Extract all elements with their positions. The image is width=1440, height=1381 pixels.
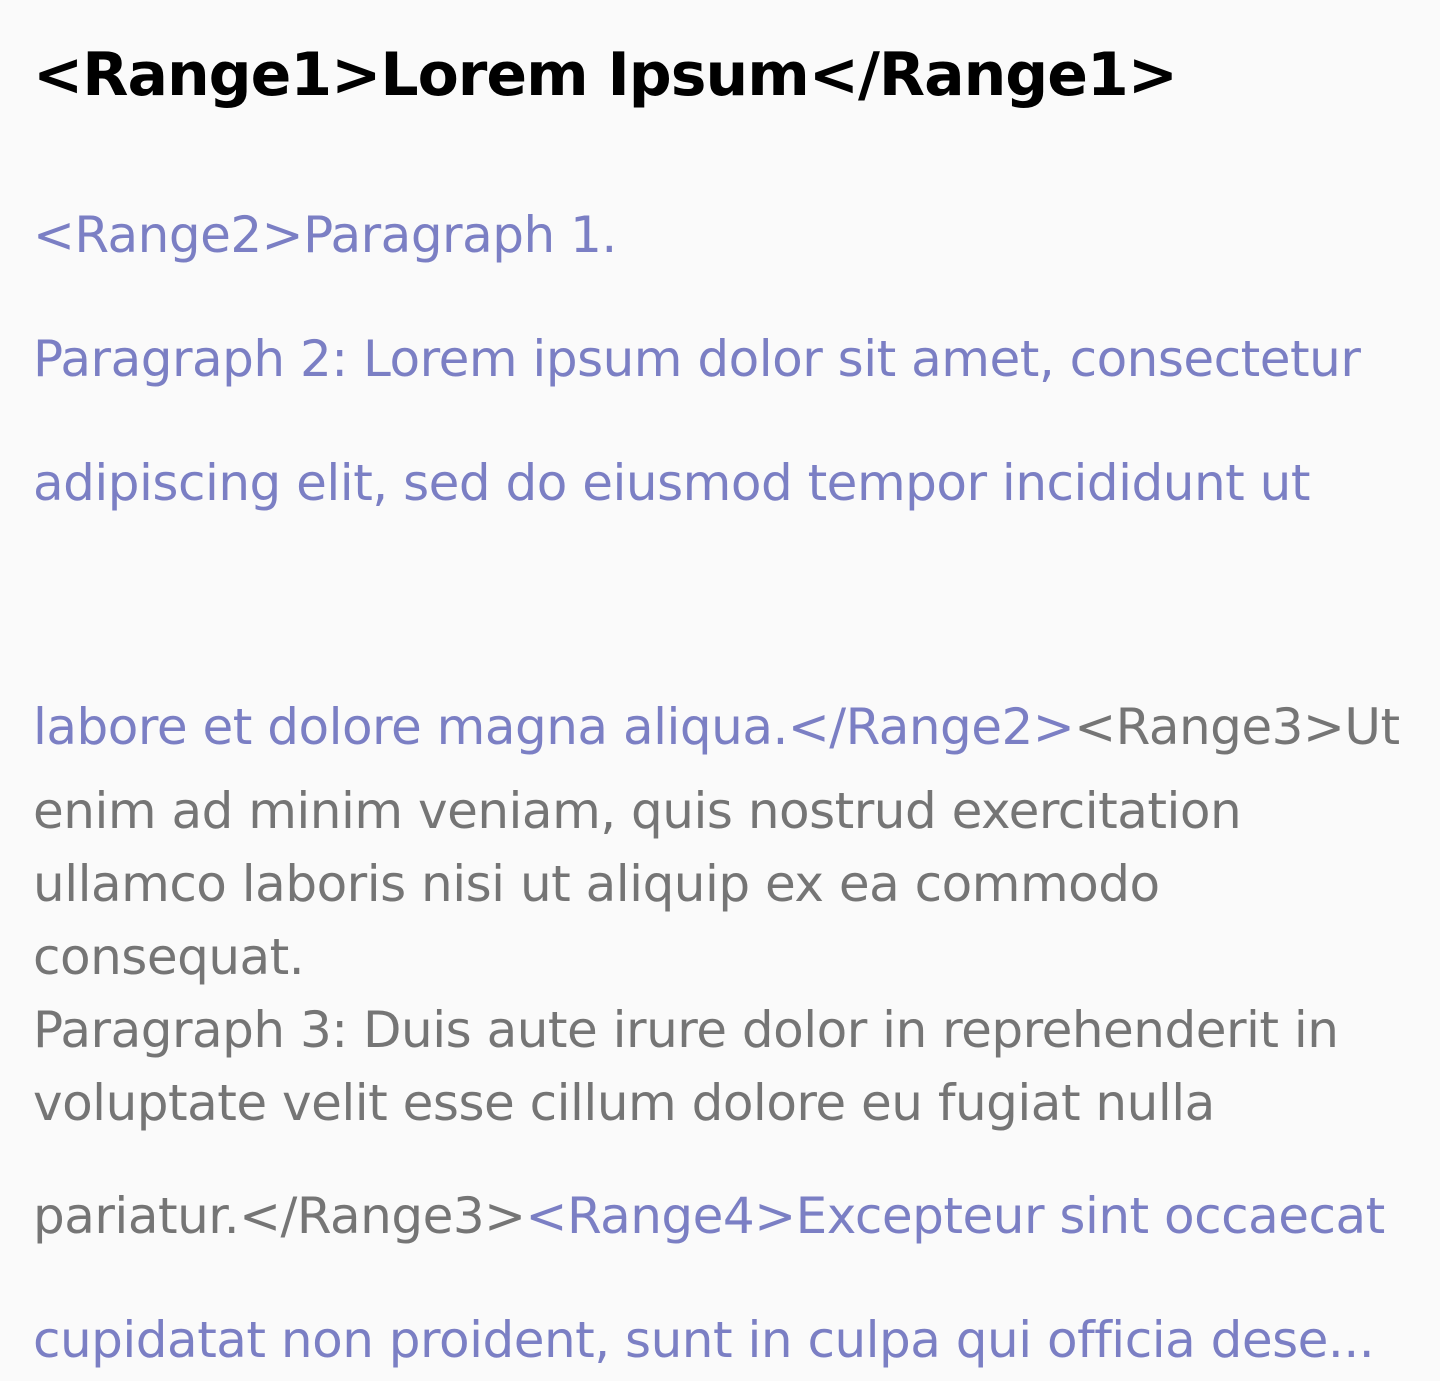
text-line: pariatur.</Range3><Range4>Excepteur sint…	[33, 1186, 1385, 1246]
text-line: adipiscing elit, sed do eiusmod tempor i…	[33, 453, 1310, 513]
text-segment: ullamco laboris nisi ut aliquip ex ea co…	[33, 855, 1160, 913]
text-segment: labore et dolore magna aliqua.</Range2>	[33, 698, 1075, 756]
text-line: <Range2>Paragraph 1.	[33, 205, 617, 265]
text-segment: Paragraph 3: Duis aute irure dolor in re…	[33, 1001, 1339, 1059]
text-segment: adipiscing elit, sed do eiusmod tempor i…	[33, 454, 1310, 512]
text-segment: enim ad minim veniam, quis nostrud exerc…	[33, 782, 1242, 840]
text-segment: voluptate velit esse cillum dolore eu fu…	[33, 1074, 1215, 1132]
text-segment: cupidatat non proident, sunt in culpa qu…	[33, 1311, 1375, 1369]
text-line: Paragraph 3: Duis aute irure dolor in re…	[33, 1000, 1339, 1060]
text-line: voluptate velit esse cillum dolore eu fu…	[33, 1073, 1215, 1133]
text-segment: <Range3>Ut	[1074, 698, 1400, 756]
page-title: <Range1>Lorem Ipsum</Range1>	[33, 40, 1178, 110]
text-segment: <Range4>Excepteur sint occaecat	[525, 1187, 1386, 1245]
text-segment: consequat.	[33, 928, 305, 986]
text-line: enim ad minim veniam, quis nostrud exerc…	[33, 781, 1242, 841]
text-line: ullamco laboris nisi ut aliquip ex ea co…	[33, 854, 1160, 914]
text-line: labore et dolore magna aliqua.</Range2><…	[33, 697, 1400, 757]
text-segment: pariatur.</Range3>	[33, 1187, 526, 1245]
text-segment: <Range2>Paragraph 1.	[33, 206, 617, 264]
text-line: consequat.	[33, 927, 305, 987]
text-line: Paragraph 2: Lorem ipsum dolor sit amet,…	[33, 329, 1361, 389]
text-line: cupidatat non proident, sunt in culpa qu…	[33, 1310, 1375, 1370]
text-segment: Paragraph 2: Lorem ipsum dolor sit amet,…	[33, 330, 1361, 388]
